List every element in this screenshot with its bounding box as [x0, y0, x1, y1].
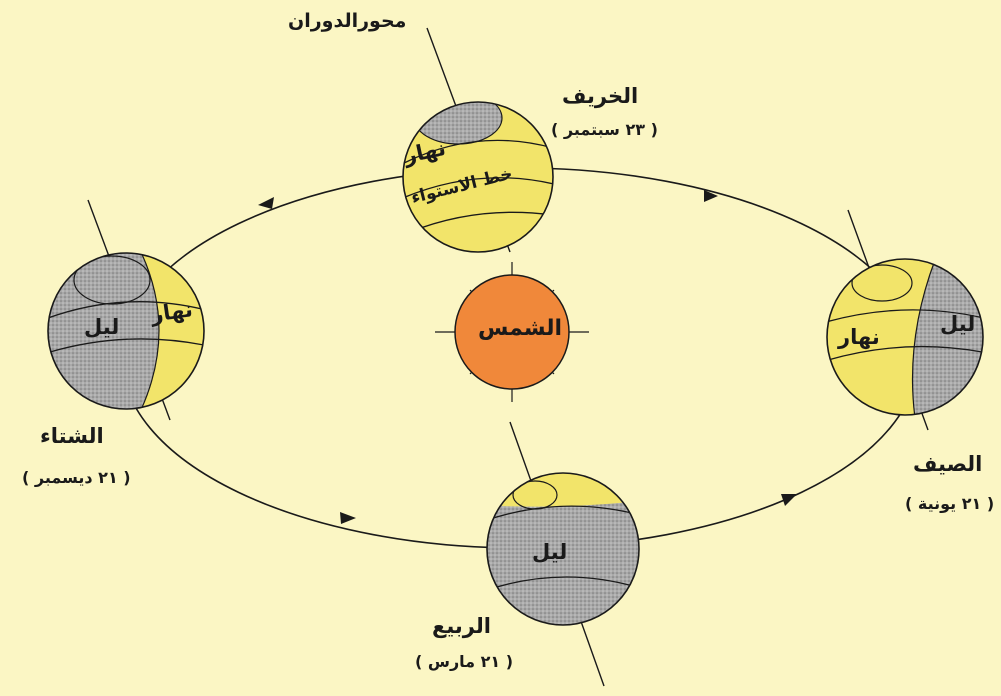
- sun-label: الشمس: [478, 316, 563, 341]
- season-winter-date: ( ٢١ ديسمبر ): [22, 468, 131, 487]
- season-summer-date: ( ٢١ يونية ): [905, 494, 995, 513]
- season-autumn-date: ( ٢٣ سبتمبر ): [551, 120, 658, 139]
- season-winter-name: الشتاء: [40, 424, 104, 448]
- globe-spring: [486, 421, 640, 687]
- axis-label: محورالدوران: [288, 10, 407, 32]
- orbit-arrow-top-left: [258, 197, 274, 209]
- sun: [435, 262, 589, 402]
- season-spring-name: الربيع: [432, 614, 491, 638]
- summer-night-label: ليل: [940, 312, 976, 336]
- globe-summer: [826, 209, 984, 431]
- season-summer-name: الصيف: [913, 452, 983, 476]
- spring-night-label: ليل: [532, 540, 568, 564]
- season-autumn-name: الخريف: [562, 84, 639, 108]
- orbit-arrow-bottom-right: [781, 494, 797, 506]
- globe-winter: [47, 199, 205, 421]
- autumn-day-label: نهار: [401, 135, 448, 169]
- orbit-arrow-bottom-left: [340, 512, 356, 524]
- autumn-equator-label: خط الاستواء: [409, 163, 515, 209]
- orbit-arrow-top-right: [704, 190, 718, 202]
- season-spring-date: ( ٢١ مارس ): [415, 652, 514, 671]
- winter-night-label: ليل: [84, 315, 120, 339]
- winter-day-label: نهار: [149, 297, 195, 327]
- summer-day-label: نهار: [838, 325, 880, 349]
